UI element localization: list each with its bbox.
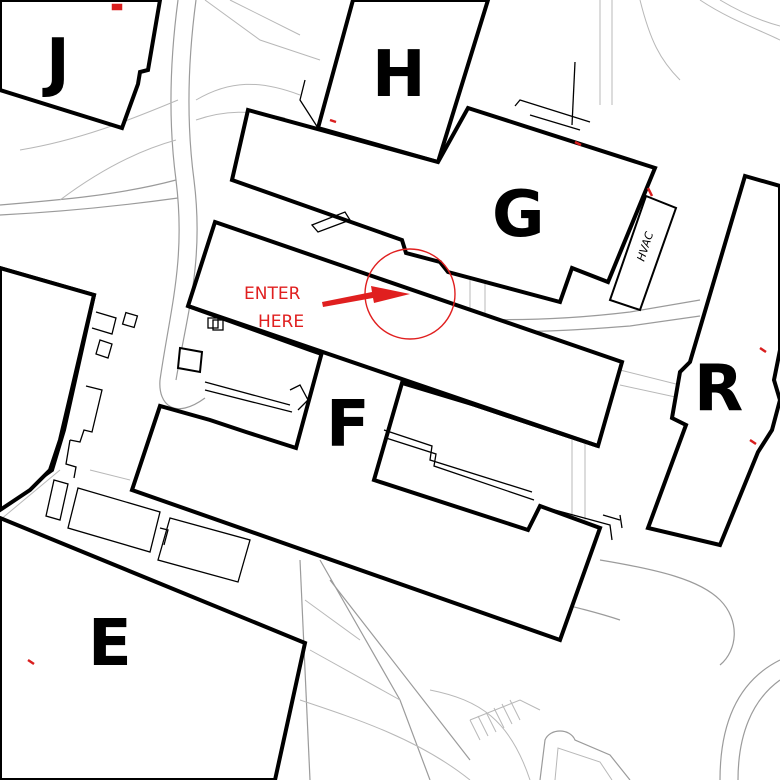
building-j[interactable] [0, 0, 163, 131]
building-j-label: J [42, 26, 70, 100]
building-r-label: R [694, 352, 743, 426]
building-g-label: G [492, 178, 545, 252]
building-h-label: H [372, 38, 426, 112]
building-f-label: F [326, 388, 370, 462]
building-g[interactable] [229, 61, 658, 305]
entrance-annotation: ENTER HERE [244, 248, 456, 340]
entrance-arrow-icon [322, 286, 410, 307]
courtyard-structures [45, 311, 251, 583]
plaza-hatching [469, 699, 521, 741]
hvac-enclosure: HVAC [608, 194, 678, 312]
building-e[interactable] [0, 265, 308, 780]
entrance-label-line1: ENTER [244, 284, 301, 304]
building-r[interactable] [645, 173, 780, 548]
entrance-label-line2: HERE [258, 312, 304, 332]
building-e-label: E [88, 607, 132, 681]
building-f-main[interactable] [129, 304, 623, 643]
